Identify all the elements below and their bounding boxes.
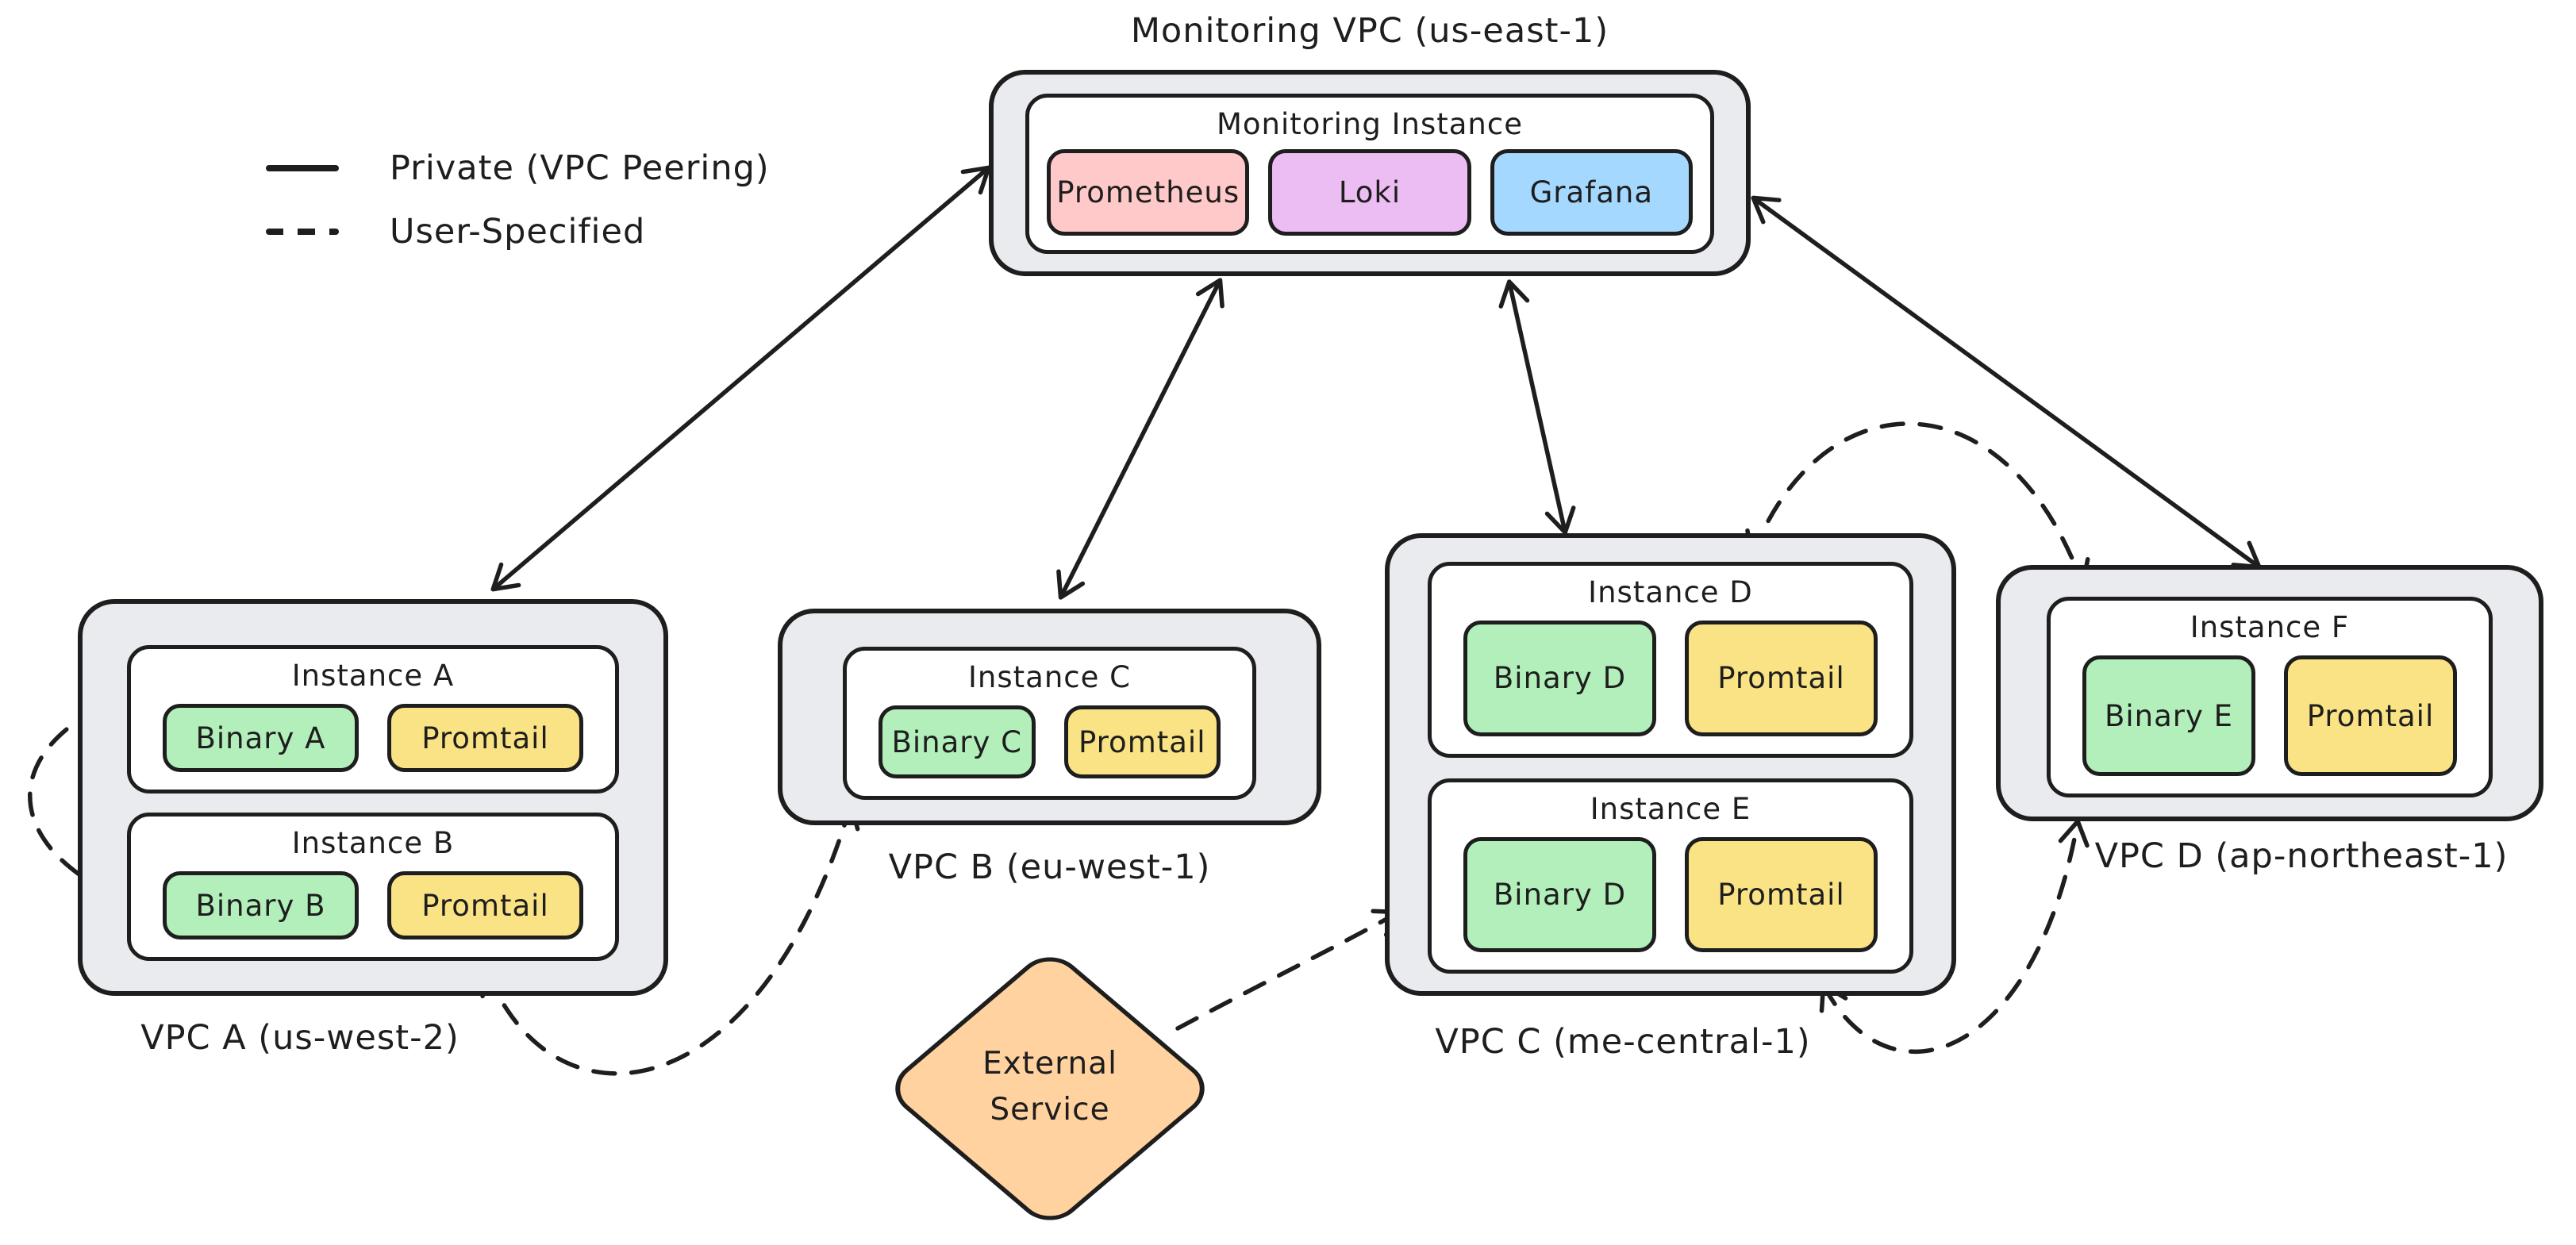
vpc-b-label: VPC B (eu-west-1) [888, 847, 1211, 887]
instance-c-label: Instance C [968, 660, 1131, 694]
binary-a-box: Binary A [163, 704, 359, 772]
solid-line-icon [266, 165, 339, 171]
instance-e-box: Instance E Binary D Promtail [1428, 778, 1913, 974]
instance-a-services: Binary A Promtail [131, 693, 615, 790]
loki-box: Loki [1268, 149, 1471, 236]
binary-e-box: Binary E [2082, 655, 2255, 776]
arrow-monitoring-vpc-c [1498, 279, 1576, 535]
binary-d-box: Binary D [1463, 621, 1656, 736]
vpc-a-box: Instance A Binary A Promtail Instance B … [78, 599, 668, 996]
vpc-b-box: Instance C Binary C Promtail [778, 609, 1321, 825]
dashed-line-icon [266, 229, 339, 235]
binary-c-box: Binary C [879, 705, 1036, 778]
instance-b-label: Instance B [291, 826, 455, 860]
promtail-box: Promtail [1685, 621, 1878, 736]
binary-b-box: Binary B [163, 871, 359, 940]
vpc-c-label: VPC C (me-central-1) [1435, 1022, 1811, 1062]
external-service-label-line1: External [982, 1046, 1117, 1082]
vpc-c-box: Instance D Binary D Promtail Instance E … [1385, 533, 1956, 996]
instance-d-label: Instance D [1588, 575, 1753, 609]
promtail-box: Promtail [387, 704, 583, 772]
instance-a-box: Instance A Binary A Promtail [127, 645, 619, 793]
instance-f-label: Instance F [2190, 610, 2350, 644]
instance-f-box: Instance F Binary E Promtail [2047, 597, 2493, 797]
instance-e-services: Binary D Promtail [1432, 826, 1909, 970]
prometheus-box: Prometheus [1047, 149, 1250, 236]
promtail-box: Promtail [1685, 836, 1878, 952]
legend-label: Private (VPC Peering) [390, 148, 770, 188]
vpc-d-label: VPC D (ap-northeast-1) [2094, 836, 2509, 876]
monitoring-instance-label: Monitoring Instance [1216, 107, 1523, 141]
external-service-label-line2: Service [990, 1092, 1110, 1128]
external-service-label: External Service [891, 1041, 1209, 1133]
instance-e-label: Instance E [1590, 791, 1751, 826]
legend: Private (VPC Peering) User-Specified [266, 148, 770, 252]
promtail-box: Promtail [2284, 655, 2457, 776]
monitoring-services: Prometheus Loki Grafana [1029, 141, 1710, 250]
monitoring-vpc-label: Monitoring VPC (us-east-1) [1130, 11, 1609, 51]
monitoring-instance-box: Monitoring Instance Prometheus Loki Graf… [1025, 94, 1714, 254]
legend-label: User-Specified [390, 212, 646, 252]
arrow-monitoring-vpc-b [1056, 278, 1225, 600]
arrow-monitoring-vpc-d [1751, 195, 2262, 570]
monitoring-vpc-box: Monitoring Instance Prometheus Loki Graf… [989, 70, 1751, 276]
vpc-a-label: VPC A (us-west-2) [140, 1018, 459, 1058]
promtail-box: Promtail [1063, 705, 1221, 778]
legend-item-private: Private (VPC Peering) [266, 148, 770, 189]
promtail-box: Promtail [387, 871, 583, 940]
instance-b-box: Instance B Binary B Promtail [127, 813, 619, 961]
instance-c-box: Instance C Binary C Promtail [843, 647, 1256, 800]
vpc-d-box: Instance F Binary E Promtail [1996, 565, 2543, 821]
grafana-box: Grafana [1490, 149, 1693, 236]
instance-b-services: Binary B Promtail [131, 860, 615, 957]
legend-item-user-specified: User-Specified [266, 211, 770, 252]
binary-d-box: Binary D [1463, 836, 1656, 952]
instance-a-label: Instance A [291, 659, 455, 693]
instance-d-box: Instance D Binary D Promtail [1428, 562, 1913, 758]
instance-f-services: Binary E Promtail [2051, 644, 2489, 793]
instance-c-services: Binary C Promtail [847, 694, 1252, 796]
instance-d-services: Binary D Promtail [1432, 609, 1909, 754]
arrow-external-service-instance-e [1175, 909, 1401, 1031]
